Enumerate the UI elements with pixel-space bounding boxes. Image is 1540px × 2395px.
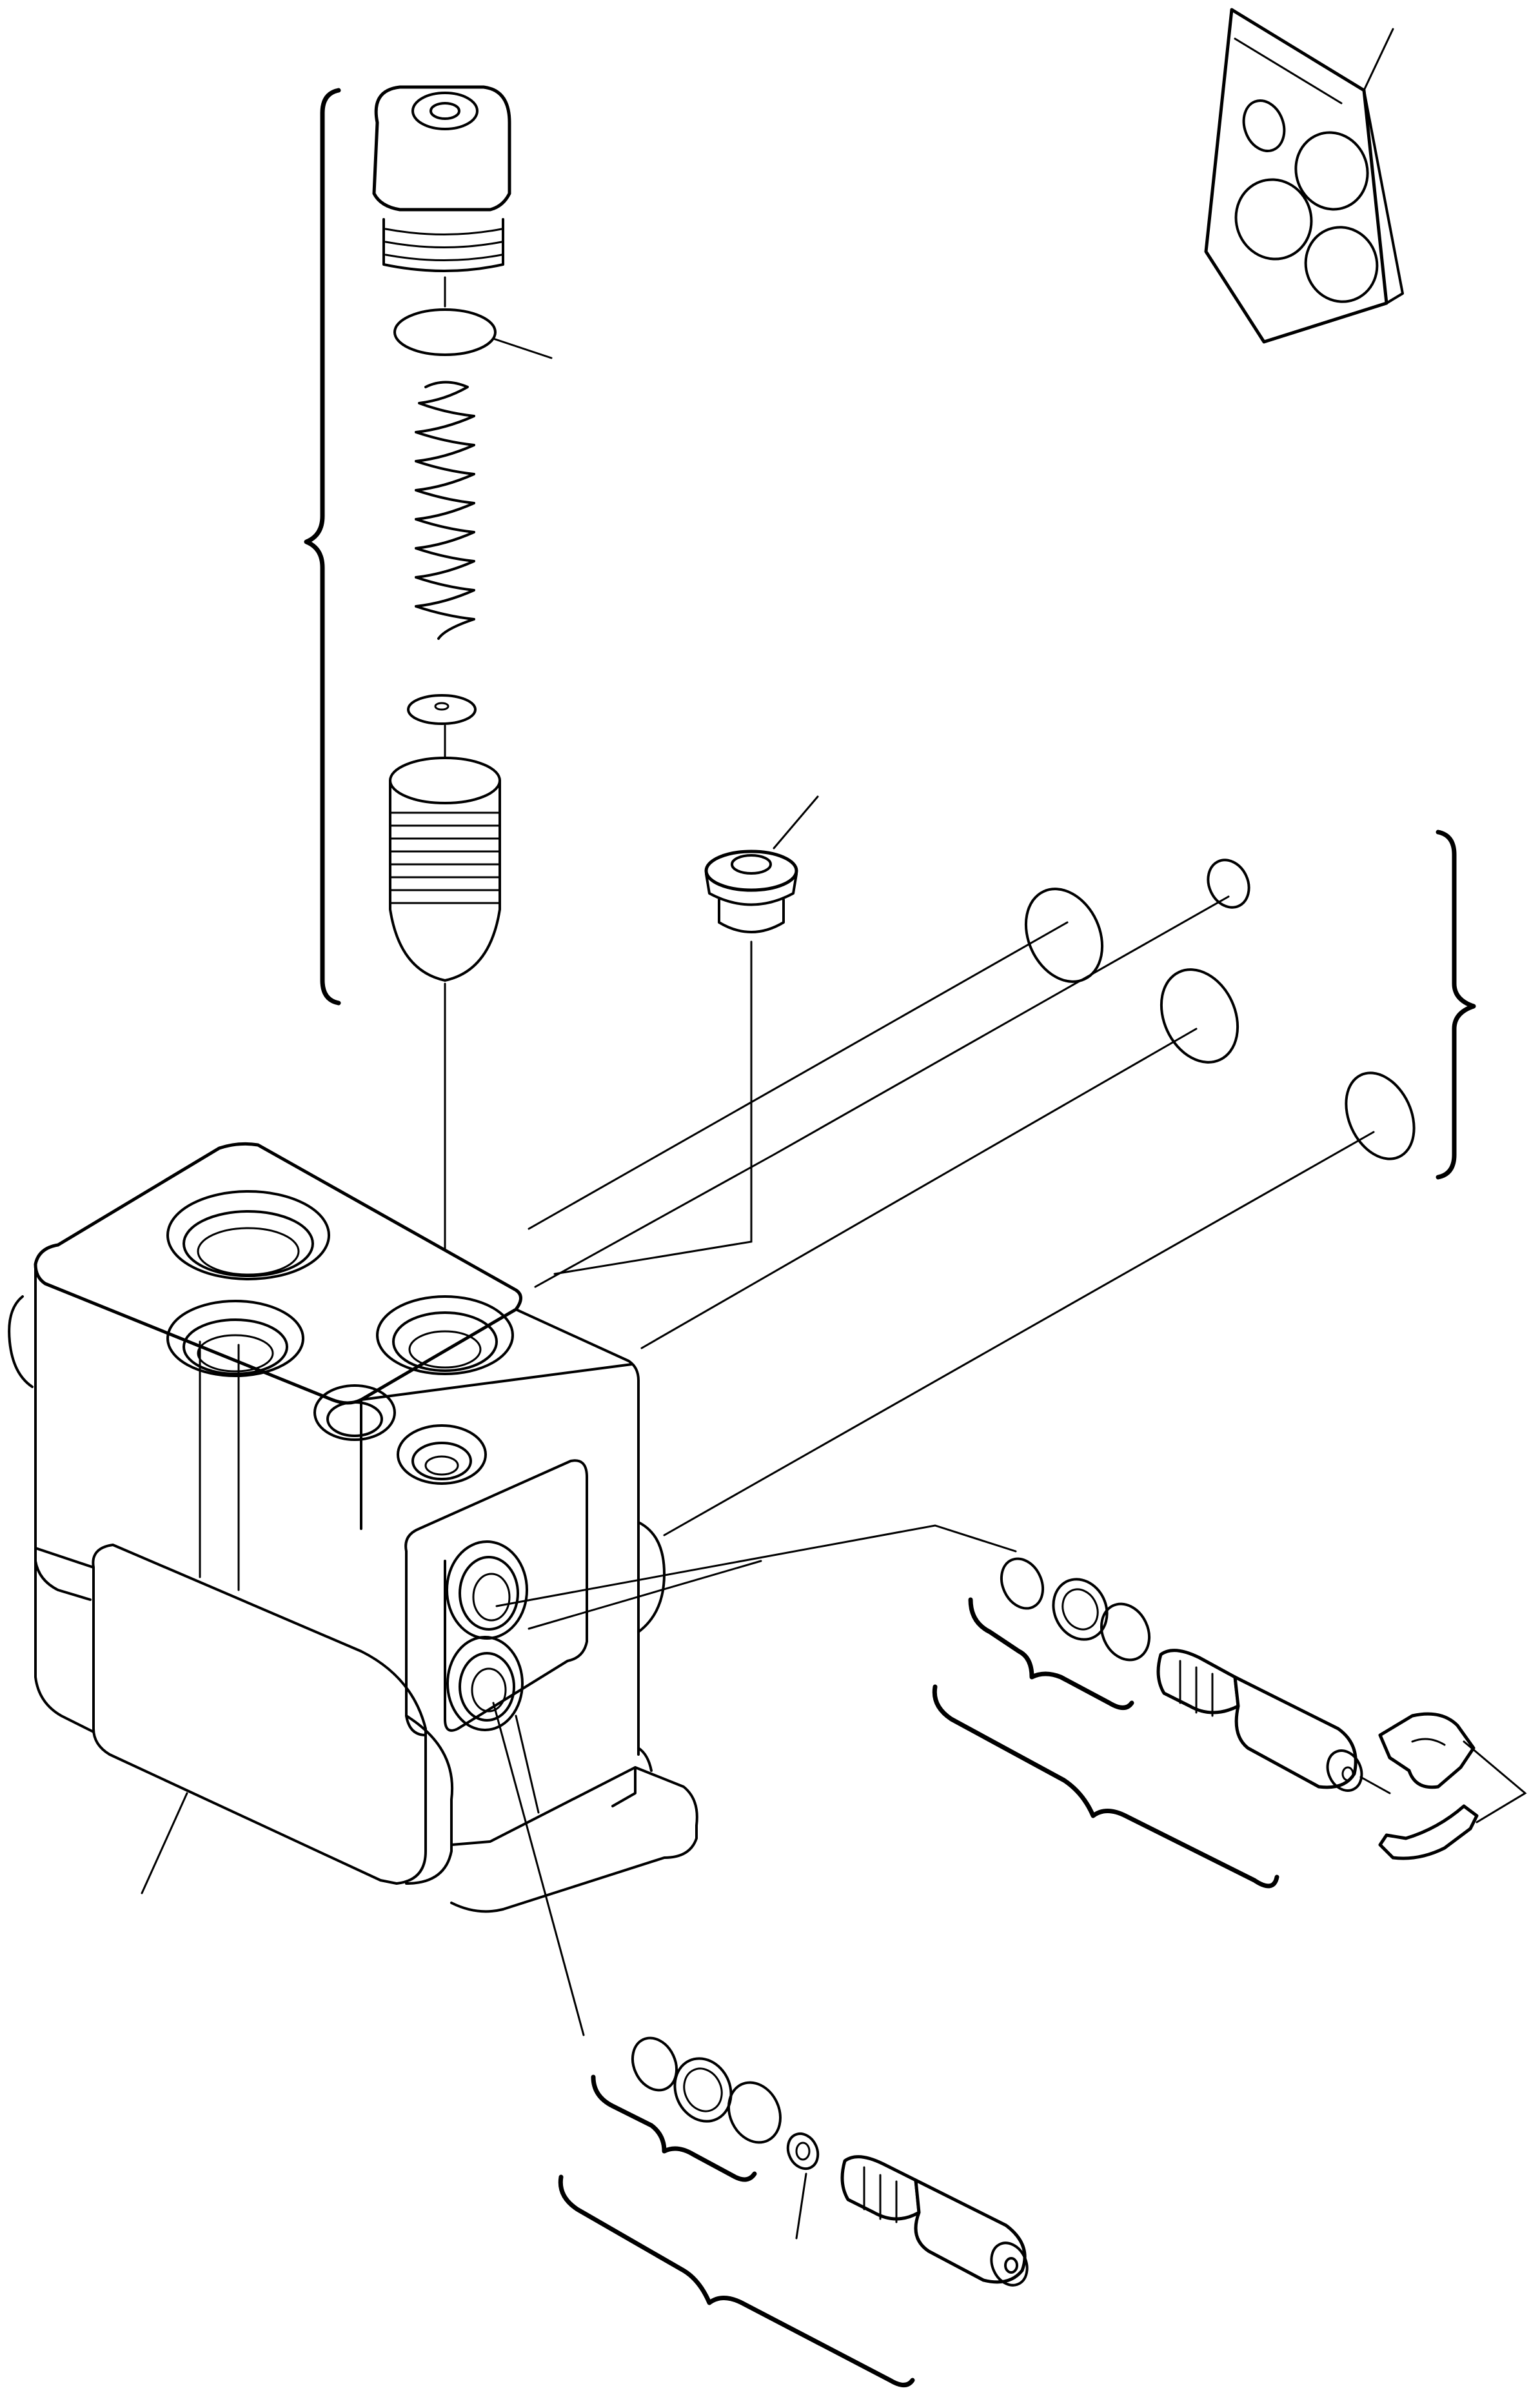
o-ring-l1 (631, 2036, 678, 2092)
callout-o-ring-upper (492, 337, 553, 359)
leader-small-plug (553, 940, 753, 1275)
leader-relief-right-2 (528, 1560, 762, 1630)
spring-seat (407, 694, 477, 725)
callout-lock-clips (1463, 1740, 1527, 1824)
callout-valve-body (141, 1792, 188, 1894)
backup-ring-l (673, 2057, 733, 2123)
lock-clip-upper (1378, 1712, 1476, 1789)
brace-relief-right (932, 1684, 1279, 1889)
o-ring-l2 (727, 2081, 782, 2144)
check-ball-seat (786, 2132, 820, 2171)
side-port-lower (446, 1636, 524, 1731)
o-ring-large-1 (1024, 888, 1104, 983)
leader-o-ring-2 (640, 1028, 1198, 1349)
valve-spool-sleeve (389, 757, 501, 982)
top-port-2 (166, 1300, 304, 1377)
leader-o-ring-1 (528, 921, 1069, 1230)
leader-relief-lower (492, 1702, 585, 2036)
o-ring-r1 (1000, 1557, 1045, 1610)
small-plug (704, 850, 798, 933)
relief-valve-lower (840, 2155, 1029, 2287)
relief-valve-right (1156, 1649, 1363, 1792)
o-ring-small (1207, 859, 1250, 909)
brace-seals-lower (591, 2074, 757, 2182)
leader-relief-lower-2 (515, 1714, 540, 1814)
top-port-4 (313, 1384, 396, 1441)
brace-seals-right (968, 1597, 1134, 1710)
brace-relief-lower (558, 2174, 915, 2387)
right-brace (1436, 830, 1476, 1180)
callout-small-plug (773, 795, 819, 850)
top-port-3 (376, 1295, 514, 1375)
leader-o-ring-small (534, 895, 1230, 1288)
lock-clip-lower (1378, 1804, 1479, 1860)
left-brace-upper (304, 88, 341, 1006)
top-port-5 (397, 1424, 487, 1485)
leader-cap-right (1359, 1776, 1391, 1794)
top-port-1 (166, 1190, 330, 1280)
leader-o-ring-3 (663, 1131, 1375, 1536)
o-ring-r2 (1100, 1602, 1150, 1662)
spring (415, 381, 475, 640)
o-ring-large-2 (1160, 968, 1239, 1064)
callout-check-seat (795, 2172, 807, 2240)
seal-kit-packet (1204, 8, 1404, 344)
valve-body (8, 1142, 698, 1913)
plug-cap (372, 85, 511, 272)
o-ring-large-3 (1345, 1071, 1416, 1160)
backup-ring-r (1052, 1578, 1109, 1641)
leader-relief-right (495, 1524, 1017, 1607)
o-ring-upper (393, 308, 497, 356)
